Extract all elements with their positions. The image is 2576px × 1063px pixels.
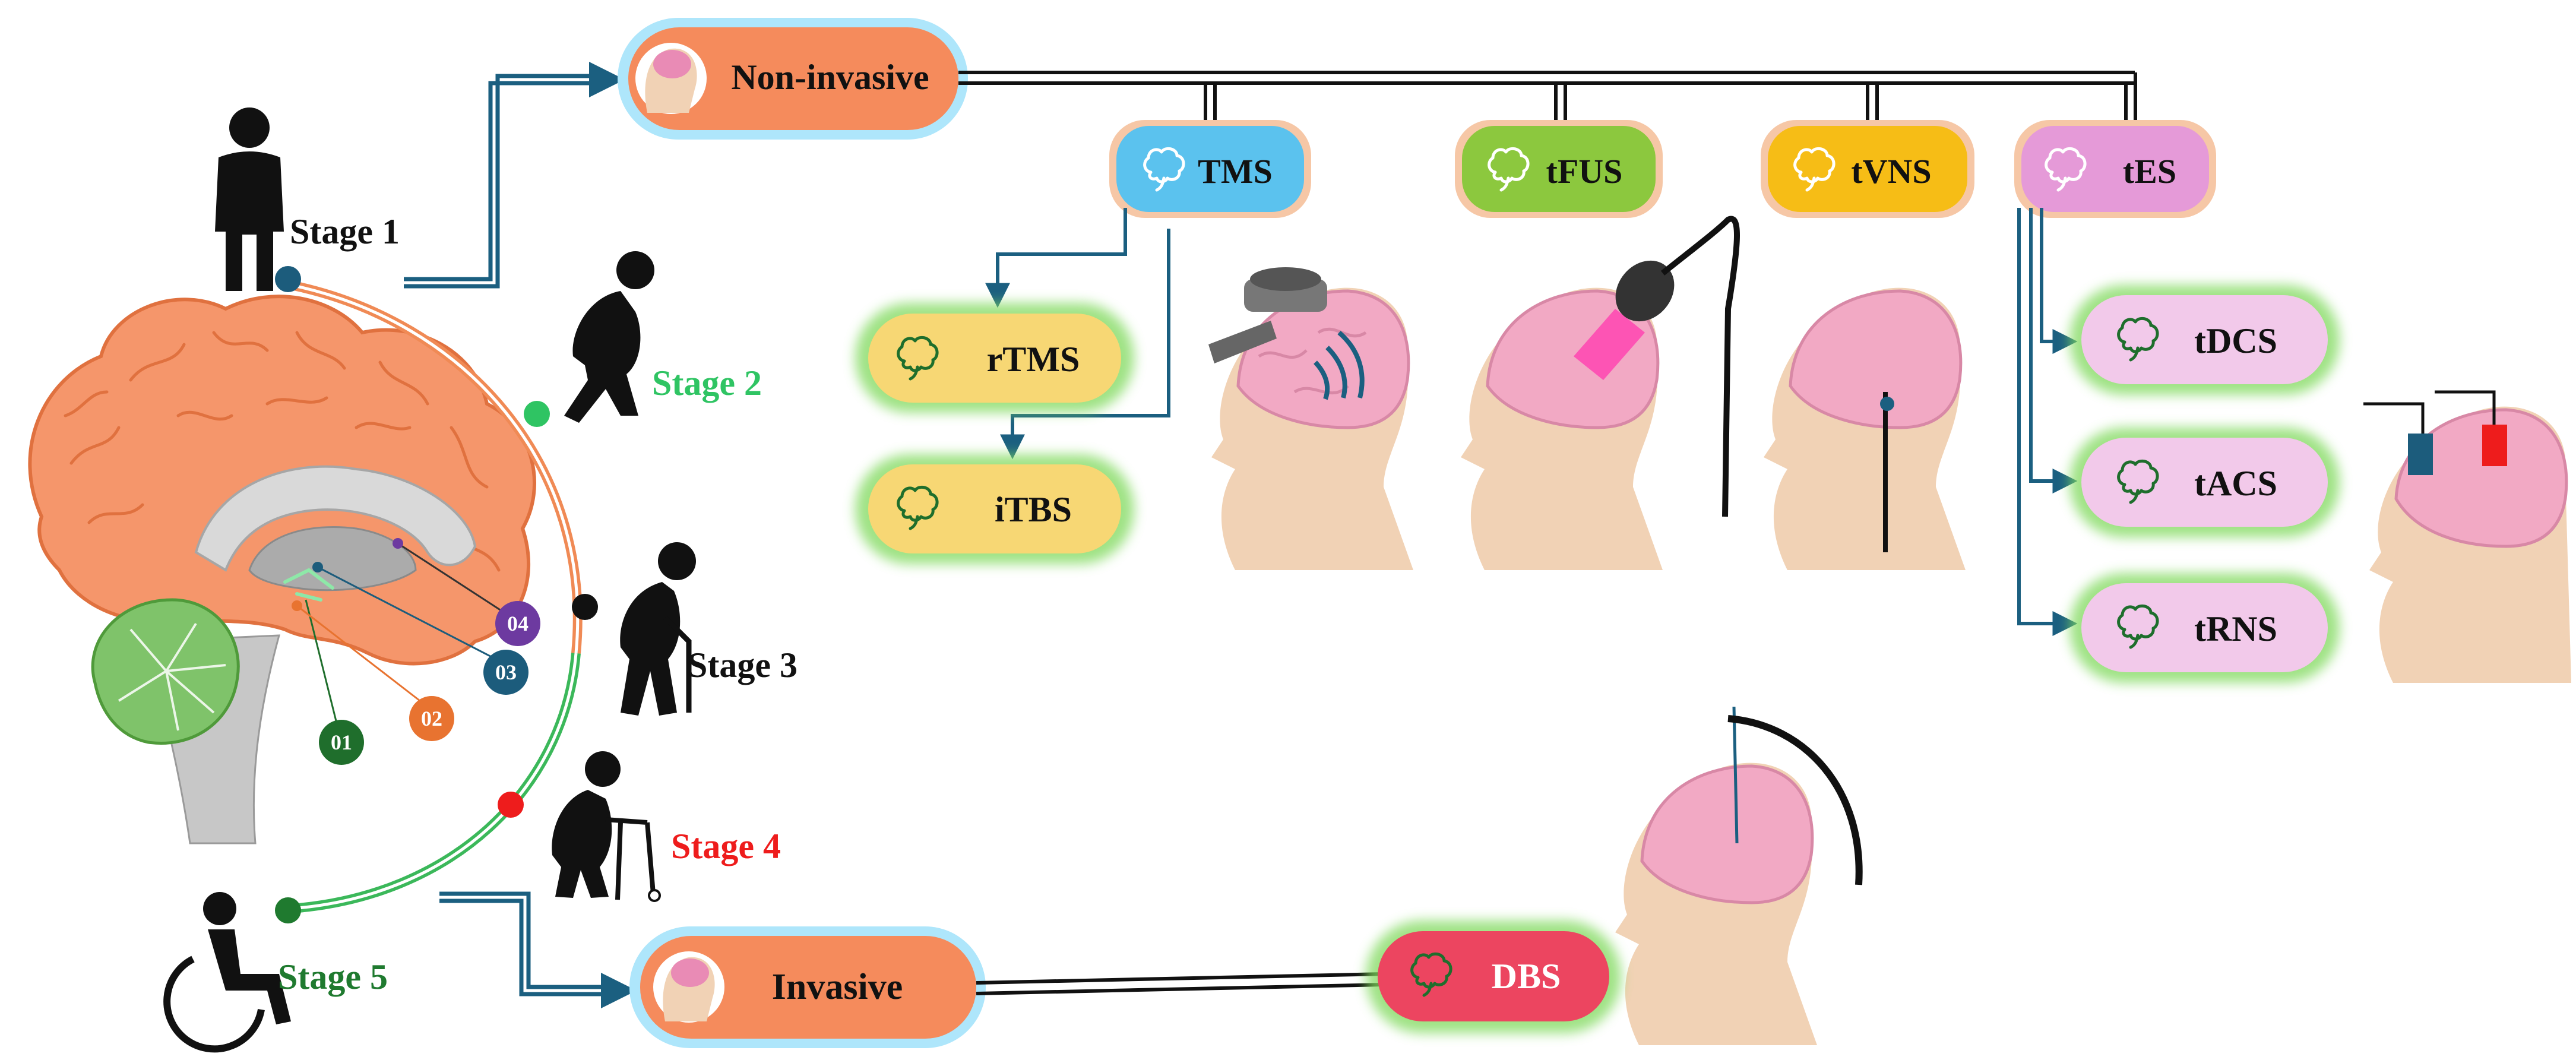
svg-text:TMS: TMS xyxy=(1198,152,1273,191)
brain-marker-03: 03 xyxy=(483,650,529,695)
svg-text:tACS: tACS xyxy=(2194,464,2277,503)
non-invasive-node[interactable]: Non-invasive xyxy=(628,27,958,130)
tfus-head-illustration xyxy=(1461,216,1740,570)
non-invasive-bus xyxy=(958,71,2137,122)
svg-text:DBS: DBS xyxy=(1492,957,1561,996)
subtype-trns[interactable]: tRNS xyxy=(2081,583,2328,672)
tes-head-illustration xyxy=(2363,390,2571,683)
svg-text:tDCS: tDCS xyxy=(2194,321,2277,360)
subtype-tdcs[interactable]: tDCS xyxy=(2081,295,2328,384)
stage-2-dot xyxy=(524,401,550,427)
tms-sub-arrows xyxy=(985,208,1170,460)
stage-4-dot xyxy=(498,792,524,818)
svg-text:tRNS: tRNS xyxy=(2194,609,2277,648)
tvns-head-illustration xyxy=(1764,287,1966,570)
svg-text:03: 03 xyxy=(495,660,517,684)
svg-text:04: 04 xyxy=(507,612,529,635)
stage-5-dot xyxy=(275,897,301,923)
stage-1-dot xyxy=(275,266,301,292)
invasive-node[interactable]: Invasive xyxy=(640,936,976,1039)
tms-head-illustration xyxy=(1208,267,1413,570)
technique-tes[interactable]: tES xyxy=(2014,120,2216,218)
stage-progression-arc xyxy=(290,280,583,913)
svg-text:tES: tES xyxy=(2123,152,2176,191)
brain-marker-01: 01 xyxy=(319,720,364,765)
dbs-head-illustration xyxy=(1615,706,1863,1045)
stage-2-label: Stage 2 xyxy=(652,363,762,403)
person-stooped-icon xyxy=(564,251,654,423)
stage-3-label: Stage 3 xyxy=(688,646,798,685)
invasive-connector xyxy=(976,972,1384,995)
svg-text:rTMS: rTMS xyxy=(987,340,1080,379)
technique-tvns[interactable]: tVNS xyxy=(1761,120,1974,218)
stage-3-dot xyxy=(572,594,598,620)
stage-4-label: Stage 4 xyxy=(671,827,781,866)
invasive-label: Invasive xyxy=(772,967,903,1007)
arrow-to-invasive xyxy=(439,891,637,1008)
subtype-dbs[interactable]: DBS xyxy=(1378,931,1609,1021)
subtype-rtms[interactable]: rTMS xyxy=(868,314,1121,403)
corpus-callosum xyxy=(194,465,477,572)
subtype-itbs[interactable]: iTBS xyxy=(868,464,1121,553)
brain-marker-04: 04 xyxy=(495,601,540,646)
stage-5-label: Stage 5 xyxy=(278,957,388,996)
sagittal-brain-illustration xyxy=(28,295,536,844)
brain-marker-02: 02 xyxy=(409,696,454,741)
svg-text:02: 02 xyxy=(421,707,442,730)
svg-text:iTBS: iTBS xyxy=(995,490,1072,529)
arrow-to-non-invasive xyxy=(404,62,625,289)
tes-sub-arrows xyxy=(2017,208,2078,636)
svg-text:01: 01 xyxy=(331,730,352,754)
technique-tms[interactable]: TMS xyxy=(1109,120,1311,218)
technique-tfus[interactable]: tFUS xyxy=(1455,120,1663,218)
person-cane-icon xyxy=(620,542,696,716)
person-walker-icon xyxy=(552,751,661,902)
non-invasive-label: Non-invasive xyxy=(731,58,929,97)
person-standing-icon xyxy=(215,107,284,291)
stage-1-label: Stage 1 xyxy=(290,212,400,251)
svg-text:tVNS: tVNS xyxy=(1851,152,1931,191)
subtype-tacs[interactable]: tACS xyxy=(2081,438,2328,527)
wheelchair-icon xyxy=(163,892,291,1053)
svg-text:tFUS: tFUS xyxy=(1546,152,1623,191)
